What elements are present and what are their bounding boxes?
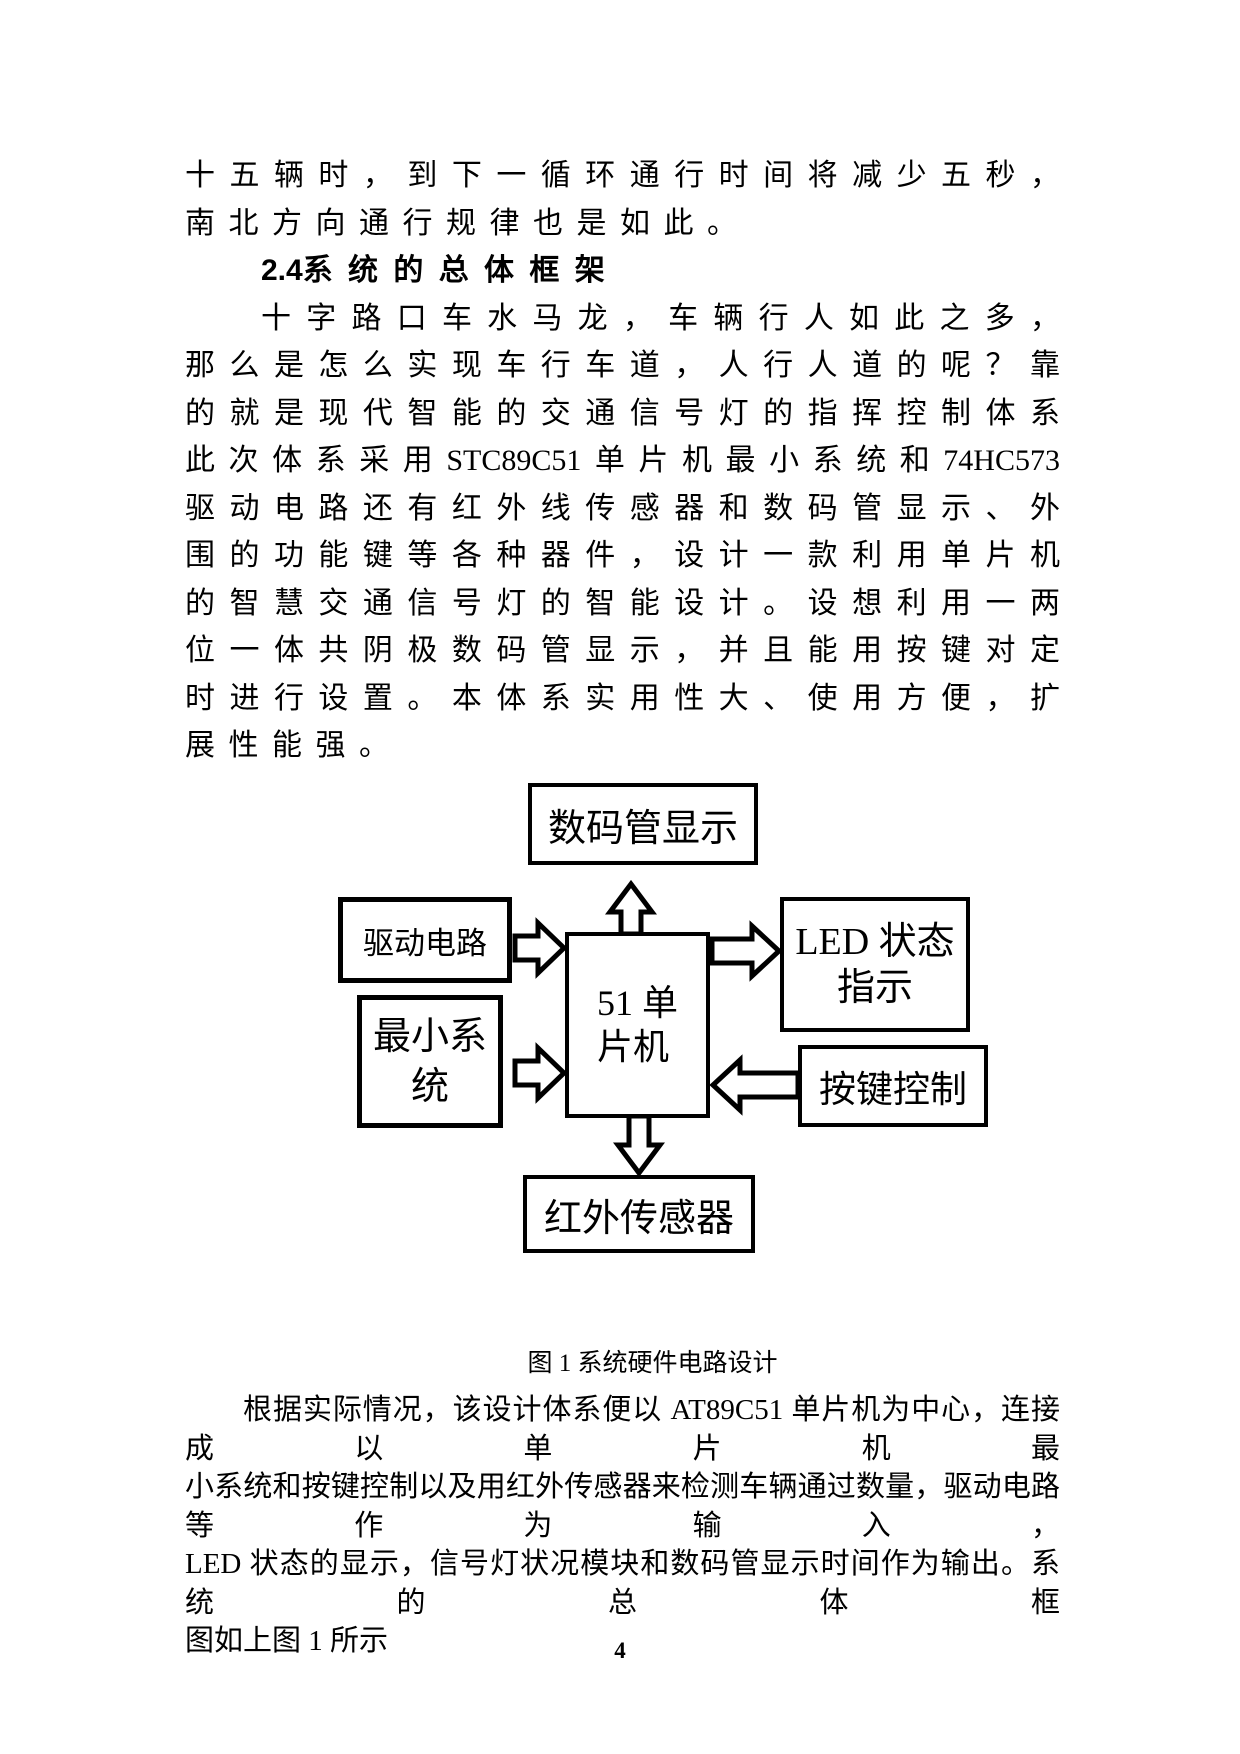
body-line: 十 五 辆 时 ， 到 下 一 循 环 通 行 时 间 将 减 少 五 秒 ， — [185, 159, 1060, 192]
body-line: 那 么 是 怎 么 实 现 车 行 车 道 ， 人 行 人 道 的 呢 ？ 靠 — [185, 349, 1060, 382]
body-line: 位 一 体 共 阴 极 数 码 管 显 示 ， 并 且 能 用 按 键 对 定 — [185, 634, 1060, 667]
body-line: 时 进 行 设 置 。 本 体 系 实 用 性 大 、 使 用 方 便 ， 扩 — [185, 681, 1060, 715]
figure-box-mcu-51: 51 单 片机 — [565, 932, 710, 1118]
paragraph-top: 十 五 辆 时 ， 到 下 一 循 环 通 行 时 间 将 减 少 五 秒 ， … — [185, 152, 1060, 770]
figure-box-drive-circuit: 驱动电路 — [338, 897, 512, 983]
figure-box-label: 指示 — [836, 966, 913, 1009]
arrow-mcu-to-led-icon — [709, 920, 783, 982]
arrow-key-to-mcu-icon — [709, 1054, 801, 1116]
body-line: 的 就 是 现 代 智 能 的 交 通 信 号 灯 的 指 挥 控 制 体 系 — [185, 396, 1060, 430]
body-line: 展 性 能 强 。 — [185, 729, 389, 762]
figure-box-digital-display: 数码管显示 — [528, 783, 758, 865]
figure-box-label: 51 单 — [597, 983, 679, 1023]
figure-box-ir-sensor: 红外传感器 — [523, 1175, 755, 1253]
body-line: 的 智 慧 交 通 信 号 灯 的 智 能 设 计 。 设 想 利 用 一 两 — [185, 586, 1060, 620]
figure-box-label: 按键控制 — [819, 1070, 967, 1111]
figure-box-label: 数码管显示 — [547, 807, 738, 850]
body-line: 根据实际情况，该设计体系便以 AT89C51 单片机为中心，连接成以单片机最 — [185, 1394, 1060, 1465]
figure-caption: 图 1 系统硬件电路设计 — [527, 1350, 778, 1377]
figure-box-label: 片机 — [597, 1027, 670, 1067]
figure-box-min-system: 最小系 统 — [357, 995, 503, 1128]
arrow-min-to-mcu-icon — [512, 1042, 568, 1104]
figure-box-label: 最小系 — [372, 1015, 487, 1058]
body-line: 驱 动 电 路 还 有 红 外 线 传 感 器 和 数 码 管 显 示 、 外 — [185, 491, 1060, 525]
body-line: 此 次 体 系 采 用 STC89C51 单 片 机 最 小 系 统 和 74H… — [185, 444, 1060, 477]
section-heading: 2.4系 统 的 总 体 框 架 — [261, 254, 605, 287]
body-line: 小系统和按键控制以及用红外传感器来检测车辆通过数量，驱动电路等作为输入， — [185, 1471, 1060, 1542]
body-line: LED 状态的显示，信号灯状况模块和数码管显示时间作为输出。系统的总体框 — [185, 1548, 1060, 1619]
body-line: 南 北 方 向 通 行 规 律 也 是 如 此 。 — [185, 206, 737, 240]
body-line: 十 字 路 口 车 水 马 龙 ， 车 辆 行 人 如 此 之 多 ， — [261, 301, 1060, 335]
arrow-drive-to-mcu-icon — [512, 917, 568, 979]
figure-box-label: LED 状态 — [795, 920, 955, 963]
figure-box-label: 驱动电路 — [363, 925, 487, 961]
figure-box-label: 统 — [410, 1065, 449, 1108]
arrow-mcu-to-ir-icon — [613, 1113, 665, 1178]
figure-box-label: 红外传感器 — [543, 1197, 734, 1240]
paragraph-bottom: 根据实际情况，该设计体系便以 AT89C51 单片机为中心，连接成以单片机最 小… — [185, 1391, 1060, 1661]
figure-box-key-control: 按键控制 — [798, 1045, 988, 1127]
body-line: 围 的 功 能 键 等 各 种 器 件 ， 设 计 一 款 利 用 单 片 机 — [185, 539, 1060, 572]
body-line: 图如上图 1 所示 — [185, 1625, 389, 1657]
page-number: 4 — [614, 1638, 626, 1663]
arrow-mcu-to-display-icon — [605, 879, 657, 937]
figure-box-led-status: LED 状态 指示 — [780, 897, 970, 1032]
